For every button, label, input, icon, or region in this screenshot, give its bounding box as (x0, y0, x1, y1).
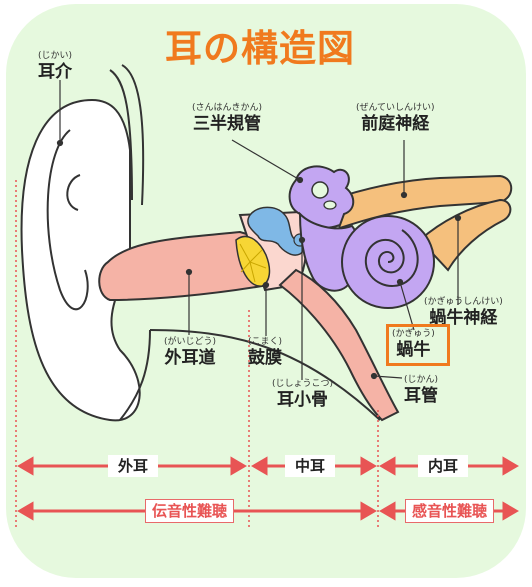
sensorineural-hearing-loss-label: 感音性難聴 (405, 499, 495, 523)
cochlea-highlight-box (386, 324, 450, 366)
ear-canal-shape (98, 230, 270, 302)
ossicles-reading: (じしょうこつ) (272, 379, 334, 389)
eustachian-tube-reading: (じかん) (404, 375, 439, 385)
eustachian-tube-shape (278, 268, 400, 422)
section-middle-ear: 中耳 (285, 455, 336, 477)
ear-canal-reading: (がいじどう) (164, 337, 217, 347)
conductive-hearing-loss-label: 伝音性難聴 (145, 499, 235, 523)
eustachian-tube-name: 耳管 (404, 386, 439, 406)
auricle-name: 耳介 (38, 62, 73, 82)
ossicles-shape (247, 206, 305, 256)
label-cochlea: (かぎゅう) 蝸牛 (392, 330, 435, 359)
semicircular-canals-name: 三半規管 (193, 114, 262, 134)
semicircular-canals-reading: (さんはんきかん) (192, 103, 263, 113)
label-auricle: (じかい) 耳介 (38, 52, 72, 81)
ossicles-name: 耳小骨 (277, 390, 329, 410)
eardrum-reading: (こまく) (248, 337, 283, 347)
section-inner-ear: 内耳 (418, 455, 469, 477)
page-title: 耳の構造図 (165, 27, 355, 70)
ear-canal-name: 外耳道 (164, 348, 216, 368)
vestibular-nerve-reading: (ぜんていしんけい) (356, 103, 435, 113)
label-cochlear-nerve: (かぎゅうしんけい) 蝸牛神経 (424, 298, 503, 327)
label-vestibular-nerve: (ぜんていしんけい) 前庭神経 (356, 104, 435, 133)
cochlea-reading: (かぎゅう) (392, 329, 435, 339)
cochlear-nerve-shape (418, 198, 512, 272)
label-ear-canal: (がいじどう) 外耳道 (164, 338, 216, 367)
vestibular-nerve-name: 前庭神経 (361, 114, 430, 134)
label-eustachian-tube: (じかん) 耳管 (404, 376, 438, 405)
label-eardrum: (こまく) 鼓膜 (248, 338, 282, 367)
cochlear-nerve-reading: (かぎゅうしんけい) (424, 297, 503, 307)
section-outer-ear: 外耳 (108, 455, 159, 477)
label-ossicles: (じしょうこつ) 耳小骨 (272, 380, 333, 409)
cochlear-nerve-name: 蝸牛神経 (429, 308, 498, 328)
auricle-reading: (じかい) (38, 51, 73, 61)
eardrum-name: 鼓膜 (248, 348, 283, 368)
eardrum-shape (235, 235, 271, 287)
cochlea-name: 蝸牛 (396, 340, 431, 360)
label-semicircular-canals: (さんはんきかん) 三半規管 (192, 104, 262, 133)
cochlea-shape (341, 215, 435, 309)
